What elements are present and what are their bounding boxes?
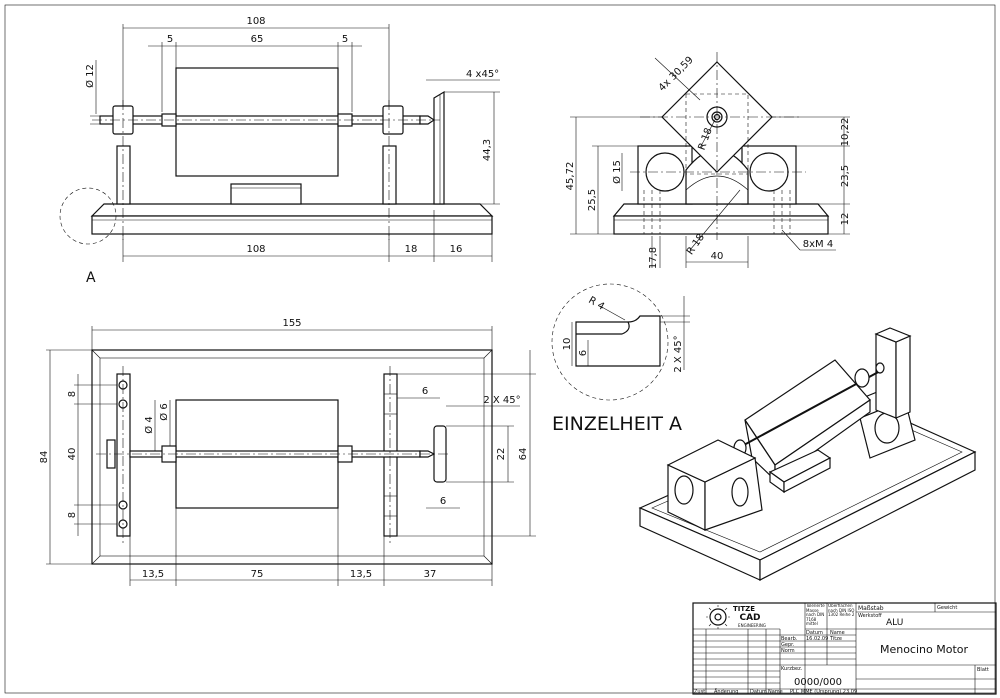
front-base [91,215,493,235]
drawing-number: 0000/000 [794,677,842,688]
dim-top-block-width: 6 [422,386,428,397]
dim-front-bottom-gap: 18 [405,244,418,255]
dim-side-h3: 12 [840,213,851,226]
dim-top-spacing-top: 8 [67,391,78,397]
dim-top-total-width: 155 [282,318,301,329]
material-label: Werkstoff [858,613,882,619]
right-post [382,145,397,205]
dim-side-thread: 8xM 4 [803,239,833,250]
top-left-bar [116,373,131,537]
detail-a-view: R 4 10 6 2 X 45° EINZELHEIT A [551,283,690,435]
drawn-name: Titze [829,636,842,642]
change-col: Änderung [714,688,738,695]
status-col: Zust. [694,689,707,695]
detail-radius: R 4 [586,295,606,313]
dim-side-total-height: 45,72 [565,162,576,191]
origin-text: PLC MME (Ursprung) 23.09 [790,689,857,695]
drawn-label: Bearb. [781,636,798,642]
dim-front-right-gap: 5 [342,34,348,45]
front-view: 108 5 65 5 Ø 12 4 x45° 44,3 108 18 16 A [59,16,500,286]
dim-front-total-width: 108 [246,16,265,27]
dim-top-spacing-bottom: 8 [67,512,78,518]
title-block: TITZE CAD ENGINEERING Tolerierte Masse n… [692,602,997,695]
company-logo: TITZE CAD ENGINEERING [706,605,766,629]
name-col-label: Name [830,630,845,636]
dim-front-bottom-width: 108 [246,244,265,255]
dim-top-inner-height: 22 [496,448,507,461]
checked-label: Gepr. [781,642,795,648]
detail-h1: 10 [562,338,573,351]
scale-label: Maßstab [858,605,884,612]
dim-top-b2: 75 [251,569,264,580]
dim-top-b4: 37 [424,569,437,580]
side-view: 4x 30,59 R 18 Ø 15 45,72 25,5 10,22 23,5… [565,52,851,269]
side-base [613,215,829,235]
detail-a-circle [59,187,117,245]
top-view: 155 84 8 40 8 Ø 4 Ø 6 6 2 X 45° 22 64 6 … [39,318,536,586]
sheet-border [4,4,996,694]
dim-side-base-width: 40 [711,251,724,262]
dim-top-dia-hub: Ø 6 [158,403,170,420]
logo-line1: TITZE [733,605,755,613]
drawing-title: Menocino Motor [880,643,969,656]
detail-a-marker: A [86,270,96,286]
shaft-tip [419,115,436,125]
detail-chamfer: 2 X 45° [673,335,684,372]
dim-front-shaft-dia: Ø 12 [84,64,96,88]
left-post [116,145,131,205]
drawing-number-label: Kurzbez. [781,666,803,672]
dim-front-plate-width: 16 [450,244,463,255]
dim-top-dia-small: Ø 4 [143,416,155,433]
dim-top-spacing-mid: 40 [67,448,78,461]
detail-h2: 6 [578,350,589,356]
dim-front-motor-length: 65 [251,34,264,45]
logo-line3: ENGINEERING [738,623,766,628]
dim-top-plate-width: 6 [440,496,446,507]
change-name-col: Name [768,689,783,695]
dim-top-b1: 13,5 [142,569,164,580]
dim-side-h1: 10,22 [840,118,851,147]
dim-front-left-gap: 5 [167,34,173,45]
front-plate [433,90,445,205]
dim-top-b3: 13,5 [350,569,372,580]
isometric-view [638,327,977,581]
dim-top-total-height: 84 [39,451,50,464]
date-col-label: Datum [806,630,823,636]
motor-mount-block [230,183,302,205]
dim-front-height: 44,3 [482,139,493,161]
dim-side-lower-height: 25,5 [587,189,598,211]
front-base-top [90,203,494,217]
dim-side-left-offset: 17,8 [648,247,659,269]
dim-side-radius-bottom: R 18 [685,232,707,257]
dim-side-diamond: 4x 30,59 [657,55,696,94]
material-value: ALU [886,618,903,628]
dim-top-chamfer: 2 X 45° [483,395,520,406]
norm-label: Norm [781,648,795,654]
logo-line2: CAD [739,613,760,623]
dim-side-bore-dia: Ø 15 [611,160,623,184]
dim-top-outer-height: 64 [518,448,529,461]
sheet-label: Blatt [977,667,989,673]
tolerance-label: Tolerierte Masse nach DIN 7168 mittel [806,604,825,627]
change-date-col: Datum [750,689,767,695]
drawn-date: 16.02.09 [806,636,828,642]
dim-side-h2: 23,5 [840,165,851,187]
dim-front-chamfer: 4 x45° [466,69,499,80]
detail-title: EINZELHEIT A [552,413,682,435]
surface-label: Oberflächen nach DIN ISO 1302 Reihe 2 [828,604,855,618]
weight-label: Gewicht [937,605,957,611]
